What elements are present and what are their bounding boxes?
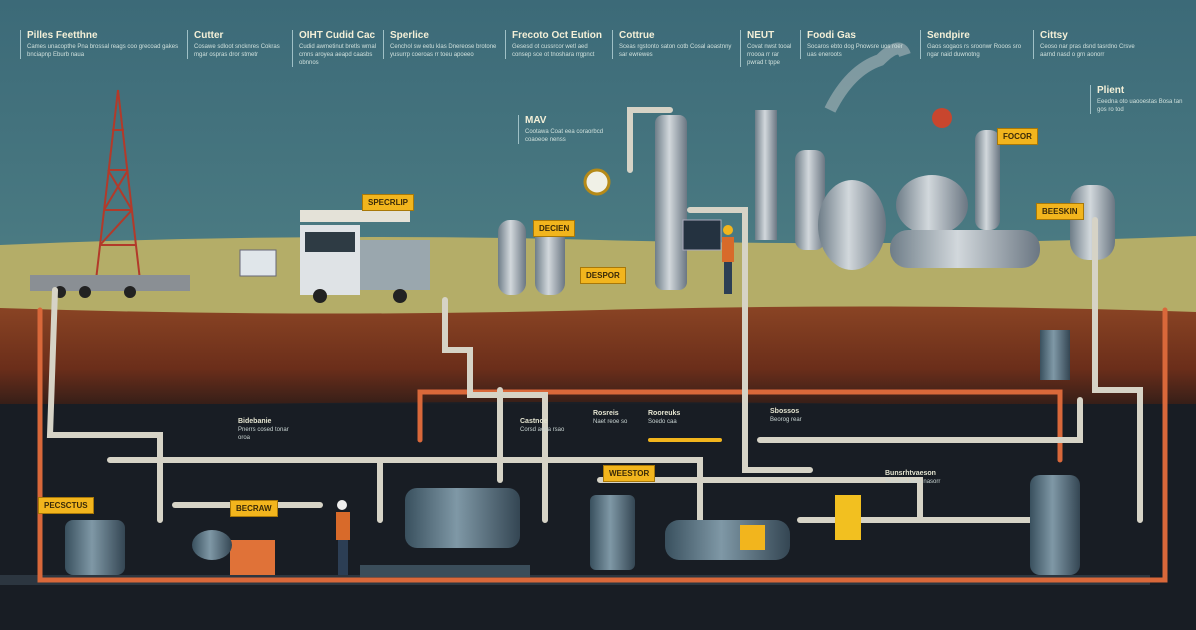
section-title: Cittsy bbox=[1040, 30, 1068, 41]
note-text: Beorog rear bbox=[770, 417, 802, 423]
note-text: Soedo caa bbox=[648, 419, 677, 425]
note-text: Naet reoe so bbox=[593, 419, 628, 425]
oil-derrick bbox=[95, 89, 141, 281]
worker-figure bbox=[336, 500, 350, 575]
yellow-tag-label: DESPOR bbox=[580, 267, 626, 284]
section-title: Cottrue bbox=[619, 30, 655, 41]
section-title: Sendpire bbox=[927, 30, 970, 41]
section-title: Pilles Feetthne bbox=[27, 30, 98, 41]
yellow-tag-label: SPECRLIP bbox=[362, 194, 415, 211]
section-label: MAV Cootawa Coat eea coraorbcd coaoeoe ne… bbox=[518, 115, 623, 144]
note-title: Rosreis bbox=[593, 410, 619, 417]
section-title: Foodi Gas bbox=[807, 30, 856, 41]
orange-pump bbox=[230, 540, 275, 575]
section-title: Cutter bbox=[194, 30, 224, 41]
section-title: Frecoto Oct Eution bbox=[512, 30, 602, 41]
section-label: NEUT Covat nwst tooal rroooa rr rar pwrad… bbox=[740, 30, 796, 67]
compressor bbox=[405, 488, 520, 548]
section-title: NEUT bbox=[747, 30, 775, 41]
section-description: Cenchol sw eetu klas Dnereose brotone yu… bbox=[390, 44, 497, 58]
note-text: Sorcsno daos nasorr bbox=[885, 479, 941, 485]
section-description: Ceoso nar pras dsnd tasrdno Crsve aarnd … bbox=[1040, 44, 1135, 58]
section-description: Cames unacopthe Pna brossal reags coo gr… bbox=[27, 44, 179, 58]
note-text: Pnerrs cosed tonar oroa bbox=[238, 427, 289, 441]
note-title: Bunsrhtvaeson bbox=[885, 470, 936, 477]
separator-vessel bbox=[1030, 475, 1080, 575]
section-title: MAV bbox=[525, 115, 547, 126]
steam bbox=[824, 42, 911, 113]
note-title: Sbossos bbox=[770, 408, 800, 415]
section-description: Socaros ebto dog Pnowsre uos roer uas en… bbox=[807, 44, 903, 58]
yellow-tag-label: PECSCTUS bbox=[38, 497, 94, 514]
soil-layer bbox=[0, 306, 1196, 410]
section-title: OIHT Cudid Cac bbox=[299, 30, 376, 41]
yellow-tag-label: BECRAW bbox=[230, 500, 278, 517]
section-title: Sperlice bbox=[390, 30, 429, 41]
distillation-column bbox=[655, 115, 687, 290]
section-title: Plient bbox=[1097, 85, 1125, 96]
tanker-truck bbox=[300, 225, 430, 303]
section-description: Gaos sogaos rs sroonwr Rooos sro ngar na… bbox=[927, 44, 1022, 58]
note-title: Rooreuks bbox=[648, 410, 681, 417]
yellow-tag-label: FOCOR bbox=[997, 128, 1038, 145]
control-panel bbox=[835, 495, 861, 540]
worker-figure bbox=[722, 225, 734, 294]
pressure-gauge-icon bbox=[583, 168, 611, 196]
yellow-tag-label: BEESKIN bbox=[1036, 203, 1084, 220]
section-description: Eeedna oto uaooestas Bosa tan gos ro tod bbox=[1097, 99, 1183, 113]
note-title: Castnoe bbox=[520, 418, 548, 425]
yellow-tag-label: WEESTOR bbox=[603, 465, 656, 482]
note-text: Corsd aona rsao bbox=[520, 427, 565, 433]
monitor-screen bbox=[682, 219, 722, 251]
info-sign bbox=[239, 249, 277, 277]
yellow-tag-label: DECIEN bbox=[533, 220, 576, 237]
section-description: Cootawa Coat eea coraorbcd coaoeoe nenss bbox=[525, 129, 604, 143]
section-description: Covat nwst tooal rroooa rr rar pwrad t t… bbox=[747, 44, 792, 66]
note-title: Bidebanie bbox=[238, 418, 272, 425]
section-description: Gesesd ot cussrcor wetl aed consep sce o… bbox=[512, 44, 595, 58]
section-description: Sceas rgstonto saton cotb Cosal aoastnny… bbox=[619, 44, 732, 58]
trailer bbox=[30, 275, 190, 291]
section-description: Cudid awmetinut bretls wrnal cmns aroyea… bbox=[299, 44, 377, 66]
section-description: Cosawe sdloot sncknres Cokras mgar ospra… bbox=[194, 44, 280, 58]
